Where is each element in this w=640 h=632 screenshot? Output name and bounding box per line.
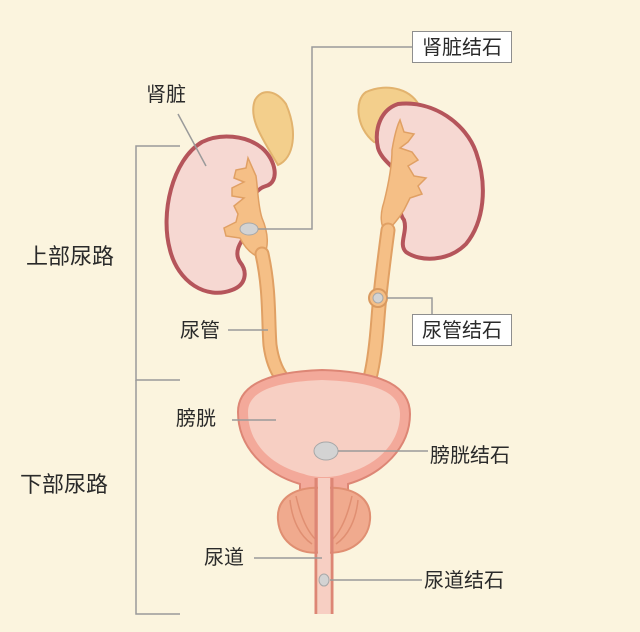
- urethra: [314, 478, 334, 614]
- upper-tract-label: 上部尿路: [26, 245, 115, 270]
- bladder-label: 膀胱: [176, 406, 216, 430]
- prostate-lobe-left: [289, 495, 317, 545]
- leader-lines: [177, 46, 433, 581]
- prostate-lobe-right: [331, 495, 359, 545]
- bladder: [236, 368, 412, 493]
- right-kidney: [357, 86, 485, 261]
- right-renal-pelvis: [380, 118, 428, 234]
- bladder-stone-label: 膀胱结石: [430, 443, 510, 467]
- kidney-leader: [177, 113, 207, 167]
- left-kidney: [164, 91, 294, 295]
- urethra-stone-label: 尿道结石: [424, 568, 504, 592]
- urethra-label: 尿道: [204, 545, 244, 569]
- bladder-lumen: [248, 380, 400, 477]
- kidney-stone-leader: [258, 46, 412, 230]
- bladder-stone: [313, 441, 339, 461]
- kidney-stone-label: 肾脏结石: [412, 31, 512, 63]
- left-adrenal-gland: [252, 91, 294, 167]
- ureter-stone: [372, 292, 384, 304]
- kidney-label: 肾脏: [146, 82, 186, 106]
- urethra-stone: [318, 573, 330, 587]
- kidney-stone: [239, 222, 259, 236]
- ureter-stone-leader: [387, 297, 433, 318]
- upper-tract-bracket: [135, 145, 180, 381]
- brackets: [135, 145, 180, 615]
- lower-tract-bracket: [135, 380, 180, 615]
- left-ureter-inner: [256, 248, 288, 384]
- ureter-label: 尿管: [180, 318, 220, 342]
- right-ureter-inner: [364, 224, 394, 384]
- urethra-lumen: [318, 478, 330, 614]
- ureter-stone-label: 尿管结石: [412, 314, 512, 346]
- lower-tract-label: 下部尿路: [20, 473, 109, 498]
